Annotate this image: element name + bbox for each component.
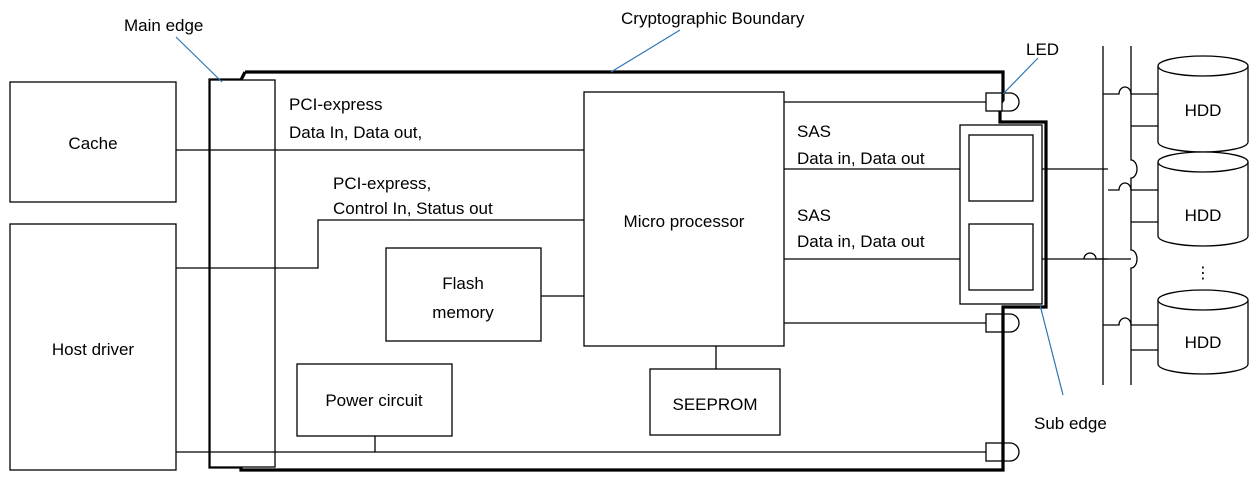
hdd1-link-a (1103, 86, 1158, 95)
right-bus-line-2 (1130, 46, 1138, 385)
seeprom-label: SEEPROM (672, 395, 757, 414)
main-edge-label: Main edge (124, 16, 203, 35)
led-label: LED (1026, 40, 1059, 59)
pcie-control-line (176, 219, 584, 269)
power-circuit-box (296, 363, 453, 437)
hdd-label-3: HDD (1185, 333, 1222, 352)
cache-box (9, 81, 177, 203)
hdd-icon-1 (1157, 55, 1249, 153)
flash-memory-box (385, 247, 542, 342)
main-edge-connector (209, 79, 276, 468)
hdd3-link-a (1103, 317, 1158, 326)
pcie-data-label-1: PCI-express (289, 95, 383, 114)
hdd-label-1: HDD (1185, 101, 1222, 120)
pcie-data-label-2: Data In, Data out, (289, 123, 422, 142)
sub-edge-port-1 (968, 134, 1034, 202)
sas2-hop (1083, 252, 1131, 260)
sas1-label-1: SAS (797, 122, 831, 141)
cache-label: Cache (68, 134, 117, 153)
hdd-ellipsis: ⋮ (1195, 265, 1211, 282)
flash-memory-label-2: memory (432, 303, 494, 322)
flash-memory-label-1: Flash (442, 274, 484, 293)
pcie-control-label-2: Control In, Status out (333, 199, 493, 218)
cryptographic-boundary-corner (239, 71, 247, 81)
micro-processor-box (583, 91, 785, 347)
led-icon-top (985, 92, 1020, 112)
led-icon-middle (985, 313, 1020, 333)
micro-processor-label: Micro processor (624, 212, 745, 231)
hdd-icon-3 (1157, 289, 1249, 375)
led-leader (1002, 57, 1039, 95)
sas2-label-2: Data in, Data out (797, 232, 925, 251)
seeprom-box (649, 368, 781, 436)
pcie-control-label-1: PCI-express, (333, 174, 431, 193)
sub-edge-label: Sub edge (1034, 414, 1107, 433)
sas1-label-2: Data in, Data out (797, 149, 925, 168)
hdd-label-2: HDD (1185, 206, 1222, 225)
sas2-label-1: SAS (797, 206, 831, 225)
hdd2-link-a (1108, 182, 1158, 191)
sub-edge-leader (1039, 304, 1064, 396)
crypto-boundary-label: Cryptographic Boundary (621, 9, 805, 28)
led-icon-bottom (985, 442, 1020, 462)
crypto-boundary-leader (610, 29, 681, 73)
power-circuit-label: Power circuit (325, 391, 423, 410)
host-driver-label: Host driver (52, 340, 135, 359)
sub-edge-port-2 (968, 223, 1034, 291)
hdd-icon-2 (1157, 151, 1249, 247)
host-driver-box (9, 223, 177, 471)
main-edge-leader (175, 36, 223, 83)
